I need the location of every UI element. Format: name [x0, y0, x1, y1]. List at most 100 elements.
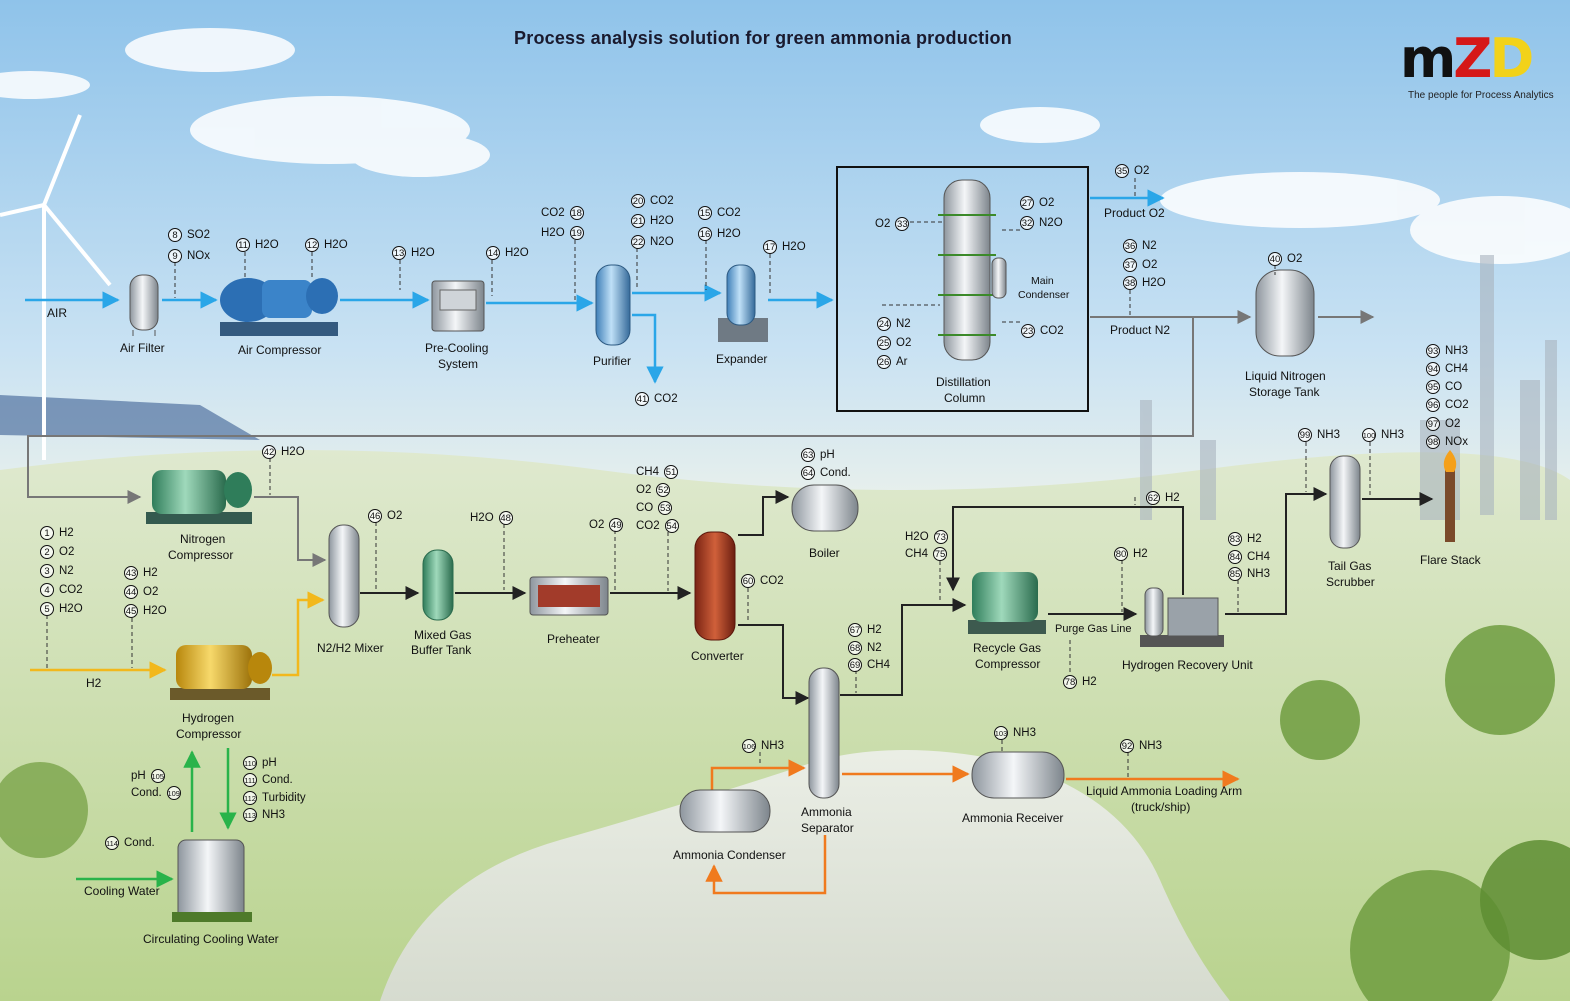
analysis-point-number: 80 [1114, 547, 1128, 561]
expander-label: Expander [716, 352, 768, 366]
analysis-point-number: 33 [895, 217, 910, 231]
analysis-point-component: CO2 [717, 207, 741, 219]
analysis-point-number: 26 [877, 355, 891, 369]
analysis-point-number: 18 [569, 206, 584, 220]
analysis-point-component: H2O [470, 512, 494, 524]
ln2-tank-label-1: Liquid Nitrogen [1245, 369, 1326, 383]
purifier-vessel [595, 264, 631, 346]
analysis-point-component: N2 [867, 642, 882, 654]
nitrogen-compressor-unit [146, 470, 252, 524]
ammonia-separator-label-2: Separator [801, 821, 854, 835]
analysis-point-number: 9 [168, 249, 182, 263]
analysis-point-number: 48 [498, 511, 513, 525]
analysis-point-component: H2O [143, 605, 167, 617]
analysis-point-number: 49 [609, 518, 624, 532]
analysis-point-number: 64 [801, 466, 815, 480]
nitrogen-compressor-label-1: Nitrogen [180, 532, 226, 546]
pre-cooling-label-2: System [438, 357, 479, 371]
analysis-point-component: CO2 [636, 520, 660, 532]
analysis-point-component: N2 [1142, 240, 1157, 252]
analysis-point-number: 22 [631, 235, 645, 249]
analysis-point-number: 35 [1115, 164, 1129, 178]
analysis-point-number: 99 [1298, 428, 1312, 442]
analysis-point-component: CO [636, 502, 654, 514]
analysis-point-number: 20 [631, 194, 645, 208]
analysis-point-component: O2 [1039, 197, 1055, 209]
analysis-point-number: 8 [168, 228, 182, 242]
analysis-point-component: CH4 [1247, 551, 1271, 563]
analysis-point-component: CH4 [867, 659, 891, 671]
cooling-water-label: Cooling Water [84, 884, 160, 898]
analysis-point-component: O2 [875, 218, 891, 230]
analysis-point-number: 40 [1268, 252, 1282, 266]
road [380, 750, 1230, 1001]
analysis-point-component: H2O [505, 247, 529, 259]
analysis-point-33: 33 O2 [875, 216, 910, 232]
analysis-point-component: NH3 [262, 809, 286, 821]
analysis-point-52: 52 O2 [636, 482, 671, 498]
recycle-compressor-label-1: Recycle Gas [973, 641, 1042, 655]
analysis-point-component: N2 [59, 565, 74, 577]
analysis-point-number: 93 [1426, 344, 1440, 358]
purifier-label: Purifier [593, 354, 632, 368]
analysis-point-number: 114 [105, 836, 119, 850]
n2-h2-mixer-vessel [328, 524, 360, 628]
analysis-point-component: H2O [324, 239, 348, 251]
analysis-point-component: pH [131, 770, 146, 782]
nitrogen-compressor-label-2: Compressor [168, 548, 234, 562]
loading-arm-label-2: (truck/ship) [1131, 800, 1191, 814]
analysis-point-component: O2 [636, 484, 652, 496]
wind-turbine [0, 114, 112, 460]
air-filter-vessel [129, 274, 159, 336]
analysis-point-number: 63 [801, 448, 815, 462]
analysis-point-number: 38 [1123, 276, 1137, 290]
analysis-point-component: CO2 [59, 584, 83, 596]
analysis-point-component: O2 [59, 546, 75, 558]
analysis-point-number: 52 [656, 483, 671, 497]
boiler-label: Boiler [809, 546, 840, 560]
synthesis-process-line [360, 487, 1434, 705]
analysis-point-number: 16 [698, 227, 712, 241]
analysis-point-number: 17 [763, 240, 777, 254]
analysis-point-component: NH3 [761, 740, 785, 752]
ammonia-receiver-vessel [971, 751, 1065, 799]
analysis-point-number: 84 [1228, 550, 1242, 564]
analysis-point-component: NH3 [1013, 727, 1037, 739]
loading-arm-label-1: Liquid Ammonia Loading Arm [1086, 784, 1243, 798]
analysis-point-number: 14 [486, 246, 500, 260]
analysis-point-number: 23 [1021, 324, 1035, 338]
nitrogen-process-line [27, 310, 1375, 567]
circulating-cooling-water-tank [172, 839, 252, 922]
boiler-vessel [791, 484, 859, 532]
analysis-point-component: Cond. [131, 787, 162, 799]
analysis-point-component: Cond. [820, 467, 851, 479]
expander-unit [718, 264, 768, 342]
hydrogen-compressor-label-1: Hydrogen [182, 711, 235, 725]
analysis-point-number: 42 [262, 445, 276, 459]
mzd-logo: mZD The people for Process Analytics [1400, 30, 1554, 120]
analysis-point-component: Cond. [262, 774, 293, 786]
ln2-tank-label-2: Storage Tank [1249, 385, 1320, 399]
solar-panels [0, 395, 260, 440]
